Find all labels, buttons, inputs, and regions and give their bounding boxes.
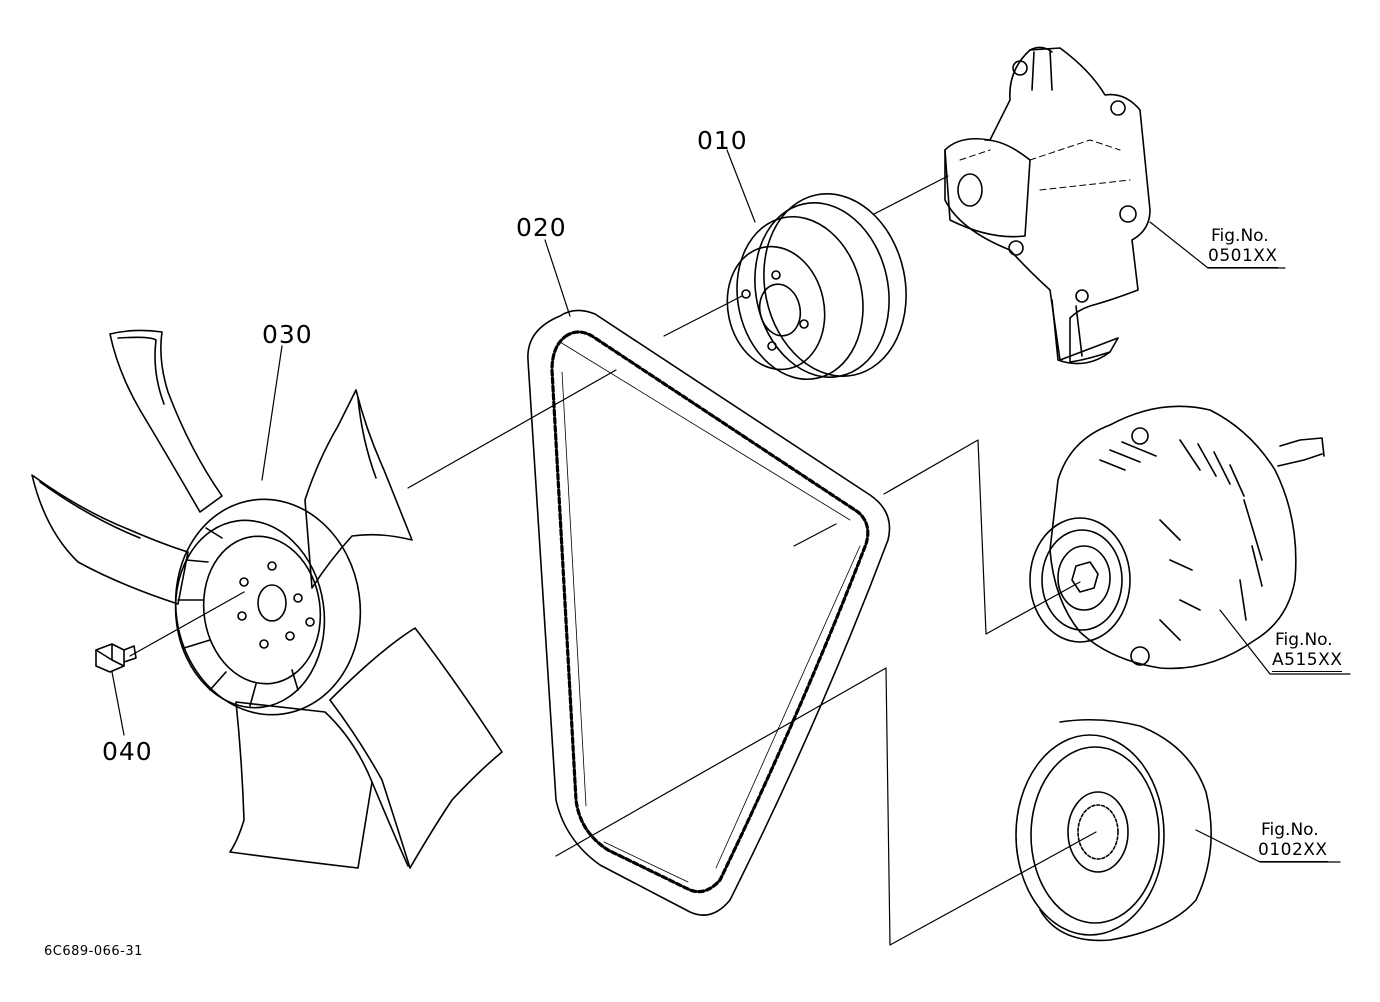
fan-center-bore [257, 584, 287, 622]
fan-bolt-hole [305, 617, 315, 627]
water-pump-bolt-boss [1119, 205, 1137, 223]
belt-tooth-line [559, 341, 861, 883]
pulley-groove [754, 202, 890, 378]
figure-ref-code: A515XX [1272, 650, 1343, 672]
water-pump-hidden-edge [959, 139, 1131, 191]
alternator-pulley-inner [1057, 545, 1111, 611]
fan-blade-inner-edge [371, 781, 409, 867]
leader-A515XX [1219, 609, 1351, 675]
water-pump-bolt-boss [1012, 60, 1028, 76]
alignment-belt-to-alternator [883, 439, 1081, 635]
alignment-belt-to-crank [555, 667, 1097, 946]
document-id: 6C689-066-31 [44, 944, 143, 959]
figure-ref-label: Fig.No. [1261, 820, 1319, 840]
fan-hub-outer-ring [174, 498, 362, 716]
crankshaft-pulley-drawing [1015, 718, 1212, 942]
water-pump-pulley-drawing [726, 193, 907, 381]
crank-pulley-spline [1077, 804, 1119, 860]
figure-ref-label: Fig.No. [1275, 630, 1333, 650]
fan-hub-spokes [177, 527, 299, 707]
leader-0102XX [1195, 829, 1341, 863]
fan-blade-inner-edge [357, 397, 377, 479]
fan-bolt-hole [239, 577, 249, 587]
fan-blade [229, 701, 373, 869]
crank-pulley-front-rim [1015, 734, 1165, 936]
alignment-bolt-to-fan [129, 591, 245, 657]
part-callout-040: 040 [102, 737, 153, 766]
water-pump-drawing [944, 46, 1151, 365]
water-pump-housing [944, 47, 1151, 363]
figure-ref-code: 0501XX [1208, 246, 1278, 268]
fan-belt-drawing [527, 309, 891, 916]
leader-lines [111, 149, 1351, 946]
part-callout-020: 020 [516, 213, 567, 242]
fan-blade-inner-edge [117, 336, 165, 405]
fan-blade-inner-edge [39, 481, 141, 539]
figure-ref-crankshaft-pulley[interactable]: Fig.No. 0102XX [1258, 820, 1328, 862]
water-pump-flange-outline [944, 139, 1031, 238]
leader-0501XX [1149, 221, 1286, 269]
water-pump-bolt-boss [1110, 100, 1126, 116]
fan-hub-inner-ring [202, 535, 322, 685]
bolt-flange [95, 643, 125, 667]
alternator-mount-ear [1130, 646, 1150, 666]
part-callout-010: 010 [697, 126, 748, 155]
alternator-drawing [1029, 405, 1325, 670]
cooling-fan-drawing [31, 329, 503, 869]
fan-bolt-hole [237, 611, 247, 621]
fan-blade [109, 329, 223, 513]
figure-ref-alternator[interactable]: Fig.No. A515XX [1272, 630, 1343, 672]
water-pump-bolt-boss [1008, 240, 1024, 256]
pulley-bolt-hole [741, 289, 751, 299]
part-callout-030: 030 [262, 320, 313, 349]
alternator-terminal-stud [1277, 437, 1325, 467]
fan-bolt-hole [293, 593, 303, 603]
pulley-front-face [726, 245, 826, 371]
alignment-pulley-to-pump [873, 175, 949, 215]
crank-pulley-front-groove [1030, 746, 1160, 924]
crank-pulley-hub [1067, 791, 1129, 873]
figure-ref-water-pump[interactable]: Fig.No. 0501XX [1208, 226, 1278, 268]
pulley-back-rim [763, 193, 907, 377]
leader-030 [261, 345, 283, 481]
water-pump-shaft-bore [957, 173, 983, 207]
belt-inner-edge [550, 330, 870, 894]
pulley-bolt-hole [799, 319, 809, 329]
alternator-fins [1099, 439, 1263, 641]
pulley-bolt-hole [767, 341, 777, 351]
fan-bolt-drawing [95, 643, 137, 673]
alternator-pulley-nut [1071, 561, 1099, 593]
alternator-body [1049, 405, 1297, 670]
water-pump-bolt-boss [1075, 289, 1089, 303]
fan-blade [31, 474, 189, 605]
alignment-belt-inner [793, 523, 837, 547]
alignment-fan-to-belt [407, 369, 617, 489]
figure-ref-code: 0102XX [1258, 840, 1328, 862]
fan-blade [304, 389, 413, 589]
fan-hub-rim [174, 519, 326, 709]
pulley-bolt-hole [771, 270, 781, 280]
figure-ref-label: Fig.No. [1211, 226, 1269, 246]
fan-bolt-hole [285, 631, 295, 641]
pulley-center-bore [758, 283, 802, 337]
alternator-pulley-outer [1029, 517, 1131, 643]
leader-020 [544, 239, 571, 317]
water-pump-inlet-pipe [1029, 46, 1053, 91]
pulley-front-rim [736, 215, 864, 381]
alignment-belt-to-pulley [663, 295, 743, 337]
alternator-pulley-groove [1041, 529, 1123, 631]
fan-blade [329, 627, 503, 869]
crank-pulley-body [1039, 718, 1212, 942]
leader-040 [111, 671, 125, 736]
bolt-shank [123, 645, 137, 663]
water-pump-outlet-pipe [1051, 299, 1111, 365]
belt-outer-edge [527, 309, 891, 916]
fan-bolt-hole [267, 561, 277, 571]
alternator-mount-ear [1131, 427, 1149, 445]
leader-010 [726, 149, 756, 223]
fan-bolt-hole [259, 639, 269, 649]
